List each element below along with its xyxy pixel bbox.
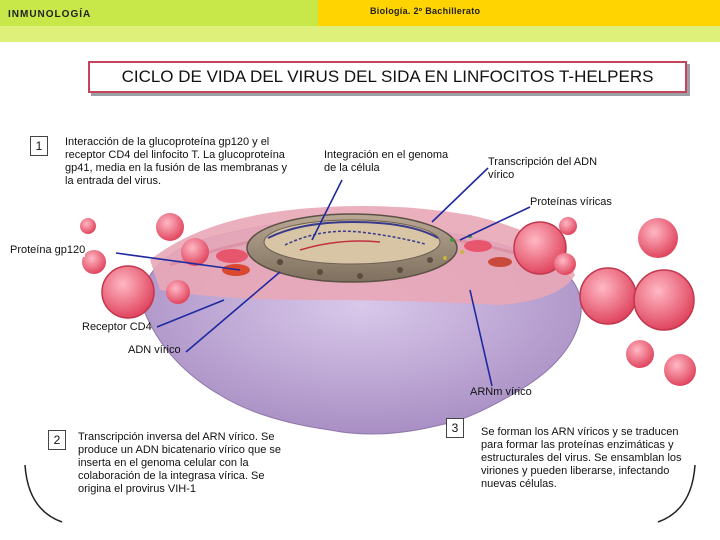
- header-right-band: [318, 0, 720, 26]
- label-pointer-lines: [115, 167, 531, 387]
- section-title: INMUNOLOGÍA: [8, 9, 92, 20]
- step-3-badge: 3: [446, 418, 464, 438]
- header-left-band: [0, 0, 318, 26]
- label-gp120: Proteína gp120: [10, 244, 86, 257]
- page-title: CICLO DE VIDA DEL VIRUS DEL SIDA EN LINF…: [88, 61, 687, 93]
- step-1-text: Interacción de la glucoproteína gp120 y …: [65, 136, 287, 187]
- label-cd4: Receptor CD4: [82, 321, 152, 333]
- label-transcription: Transcripción del ADN vírico: [488, 156, 598, 181]
- step-2-badge: 2: [48, 430, 66, 450]
- course-label: Biología. 2º Bachillerato: [370, 6, 481, 16]
- left-bracket: [24, 464, 63, 523]
- viral-protein-clusters: [216, 234, 512, 276]
- step-1-badge: 1: [30, 136, 48, 156]
- virion-particles: [80, 213, 696, 386]
- header-lower-band: [0, 26, 720, 42]
- label-viral-dna: ADN vírico: [128, 344, 181, 356]
- right-bracket: [657, 464, 696, 523]
- step-3-text: Se forman los ARN víricos y se traducen …: [481, 426, 682, 490]
- step-2-text: Transcripción inversa del ARN vírico. Se…: [78, 431, 282, 495]
- label-mrna: ARNm vírico: [470, 386, 532, 398]
- label-viral-proteins: Proteínas víricas: [530, 196, 612, 208]
- label-integration: Integración en el genoma de la célula: [324, 149, 449, 174]
